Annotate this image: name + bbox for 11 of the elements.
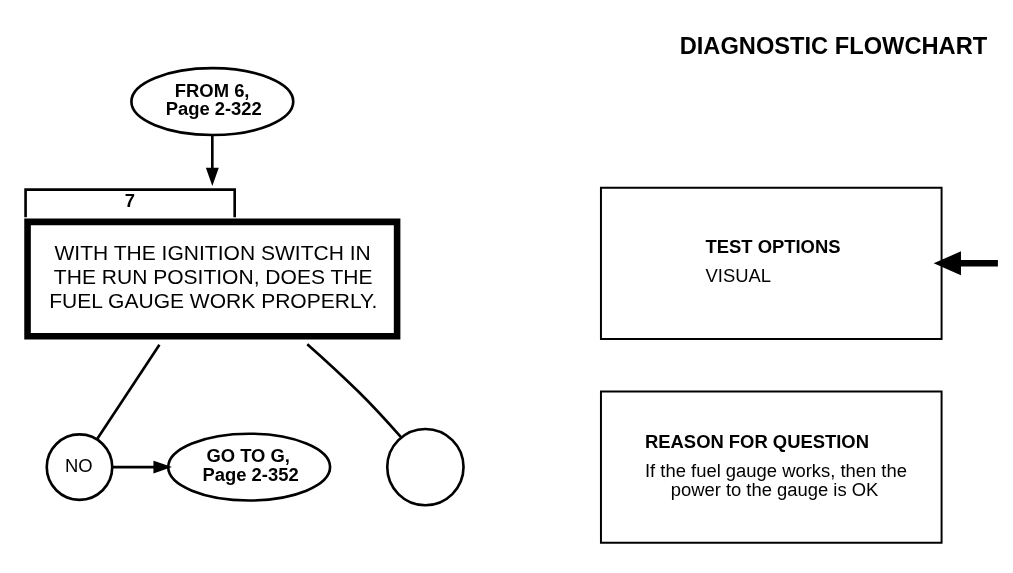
connector bbox=[306, 342, 402, 438]
node-ellipse: FROM 6, Page 2-322 bbox=[130, 66, 295, 136]
node-ellipse: GO TO G, Page 2-352 bbox=[166, 431, 332, 502]
node-box: TEST OPTIONS VISUAL bbox=[599, 186, 943, 340]
node-box: REASON FOR QUESTION If the fuel gauge works, then the power to the gauge is OK bbox=[599, 390, 943, 544]
arrow bbox=[112, 460, 172, 474]
connector bbox=[95, 343, 161, 440]
node-circle: NO bbox=[45, 432, 114, 501]
node-circle bbox=[385, 427, 465, 507]
diagram-title: DIAGNOSTIC FLOWCHART bbox=[679, 32, 988, 59]
arrow bbox=[205, 134, 219, 186]
